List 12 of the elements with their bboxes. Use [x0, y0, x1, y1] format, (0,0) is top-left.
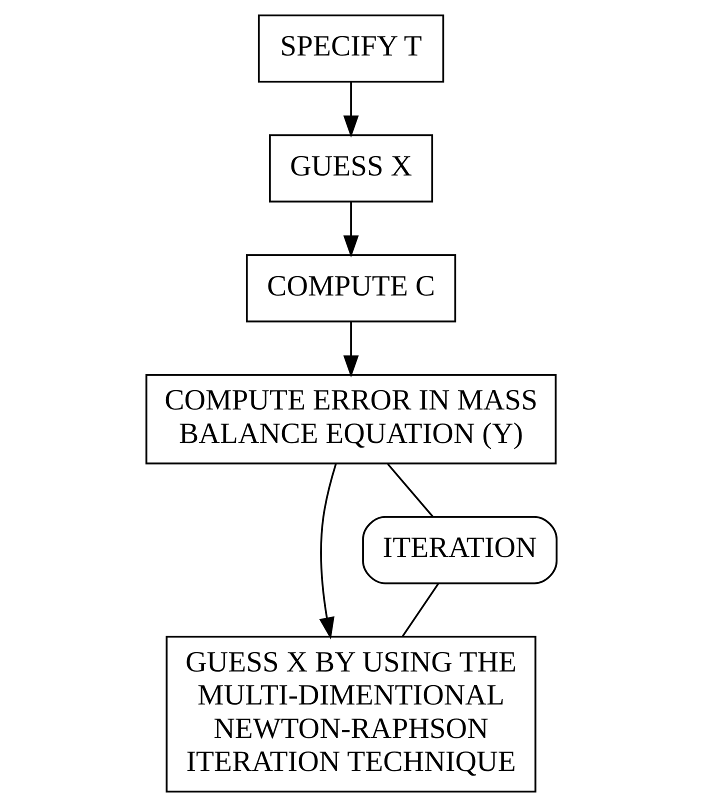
node-box: GUESS X — [268, 134, 434, 203]
node-box: ITERATION — [362, 516, 558, 584]
arrow — [343, 82, 359, 138]
connector — [402, 583, 440, 637]
arrow — [319, 464, 337, 640]
arrow — [343, 322, 359, 378]
connector — [387, 463, 434, 518]
arrow — [343, 202, 359, 258]
node-box: GUESS X BY USING THE MULTI-DIMENTIONAL NEWTON-RAPHSON ITERATION TECHNIQUE — [166, 636, 536, 793]
node-box: COMPUTE ERROR IN MASS BALANCE EQUATION (Y) — [145, 374, 557, 464]
node-box: COMPUTE C — [246, 254, 456, 322]
node-box: SPECIFY T — [258, 14, 444, 83]
